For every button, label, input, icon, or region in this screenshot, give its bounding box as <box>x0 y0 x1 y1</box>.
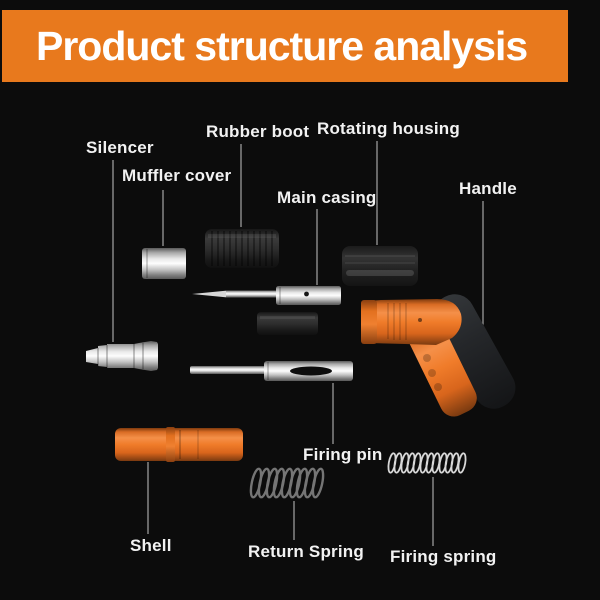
label-silencer: Silencer <box>86 138 154 157</box>
muffler-cover-part <box>142 248 186 279</box>
handle-part <box>361 294 516 417</box>
label-shell: Shell <box>130 536 172 555</box>
leader-lines <box>112 141 484 546</box>
silencer-part <box>86 341 158 371</box>
label-firing-spring: Firing spring <box>390 547 497 566</box>
spacer-cylinder-part <box>257 312 318 335</box>
label-return-spring: Return Spring <box>248 542 364 561</box>
firing-spring-part <box>387 452 467 474</box>
title-banner: Product structure analysis <box>2 10 568 82</box>
main-casing-part <box>192 286 341 305</box>
return-spring-part <box>249 467 325 499</box>
page-title: Product structure analysis <box>36 22 528 69</box>
label-rotating-housing: Rotating housing <box>317 119 460 138</box>
label-handle: Handle <box>459 179 517 198</box>
shell-part <box>115 427 243 462</box>
label-rubber-boot: Rubber boot <box>206 122 310 141</box>
rotating-housing-part <box>342 246 418 286</box>
label-muffler-cover: Muffler cover <box>122 166 232 185</box>
label-firing-pin: Firing pin <box>303 445 383 464</box>
label-main-casing: Main casing <box>277 188 377 207</box>
firing-pin-part <box>190 361 353 381</box>
rubber-boot-part <box>205 229 279 268</box>
